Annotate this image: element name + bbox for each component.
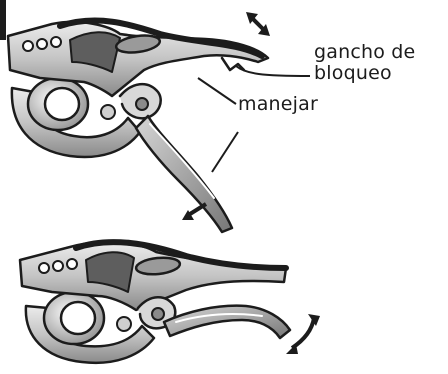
locking-hook-label-line2: bloqueo — [314, 63, 392, 83]
locking-hook-label-line1: gancho de — [314, 42, 415, 62]
handle-leader-2 — [212, 132, 238, 172]
arrow-icon — [246, 12, 270, 36]
curved-double-arrow-icon — [286, 314, 320, 354]
corner-block — [0, 0, 6, 40]
handle-label: manejar — [238, 94, 318, 114]
bottom-hole-2 — [53, 261, 63, 271]
top-pipe-cutter — [8, 21, 268, 232]
bottom-hole-3 — [67, 259, 77, 269]
bottom-hole-1 — [39, 263, 49, 273]
label-leaders — [198, 66, 310, 172]
top-hole-3 — [51, 37, 61, 47]
bottom-pipe-cutter — [20, 242, 290, 363]
top-hole-1 — [23, 41, 33, 51]
locking-hook-leader — [236, 66, 310, 76]
top-hole-2 — [37, 39, 47, 49]
bottom-handle — [164, 306, 290, 338]
top-handle — [136, 116, 232, 232]
arrow-icon — [182, 204, 206, 220]
handle-leader-1 — [198, 78, 236, 104]
